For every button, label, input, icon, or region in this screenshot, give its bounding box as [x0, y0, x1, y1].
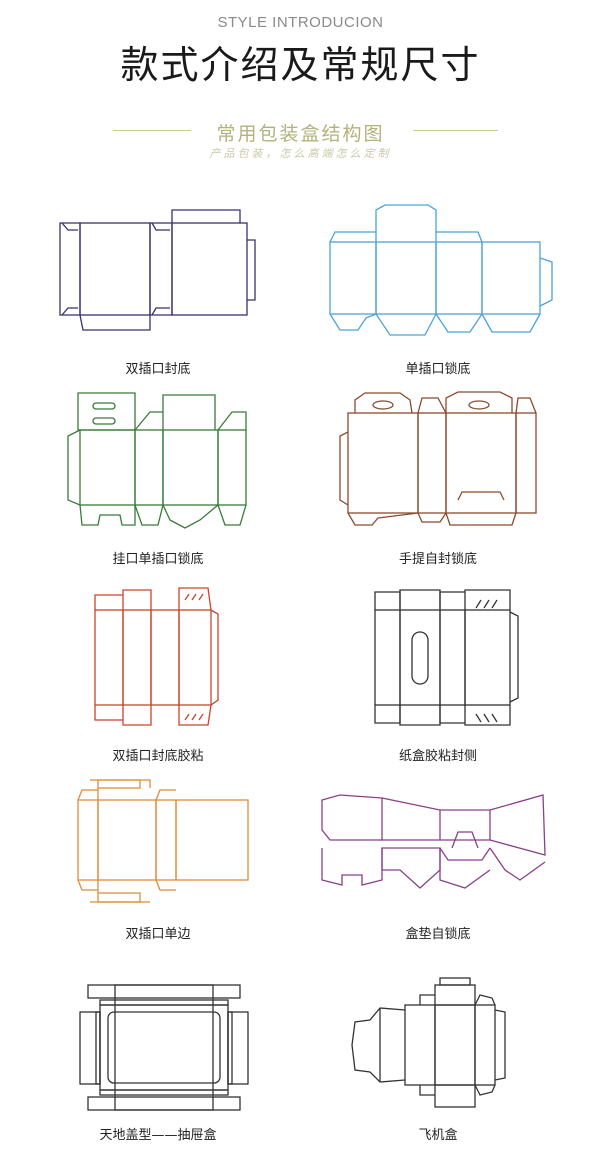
section-subtitle: 产品包装，怎么高端怎么定制 [209, 147, 392, 160]
box-8-label: 盒垫自锁底 [405, 927, 471, 942]
box-9-label: 天地盖型——抽屉盒 [99, 1128, 217, 1143]
box-7-label: 双插口单边 [125, 927, 191, 942]
divider-left [113, 130, 191, 131]
box-10-label: 飞机盒 [418, 1128, 458, 1143]
box-1-label: 双插口封底 [125, 362, 191, 377]
subtitle-english: STYLE INTRODUCION [217, 14, 384, 31]
section-title: 常用包装盒结构图 [216, 123, 385, 145]
page-title: 款式介绍及常规尺寸 [120, 43, 481, 87]
section-header: 常用包装盒结构图 产品包装，怎么高端怎么定制 [0, 112, 601, 162]
divider-right [413, 130, 498, 131]
box-3-label: 挂口单插口锁底 [112, 552, 204, 567]
box-6-label: 纸盒胶粘封侧 [398, 749, 477, 764]
box-5-label: 双插口封底胶粘 [112, 749, 204, 764]
box-4-label: 手提自封锁底 [398, 552, 477, 567]
box-2-label: 单插口锁底 [405, 362, 471, 377]
